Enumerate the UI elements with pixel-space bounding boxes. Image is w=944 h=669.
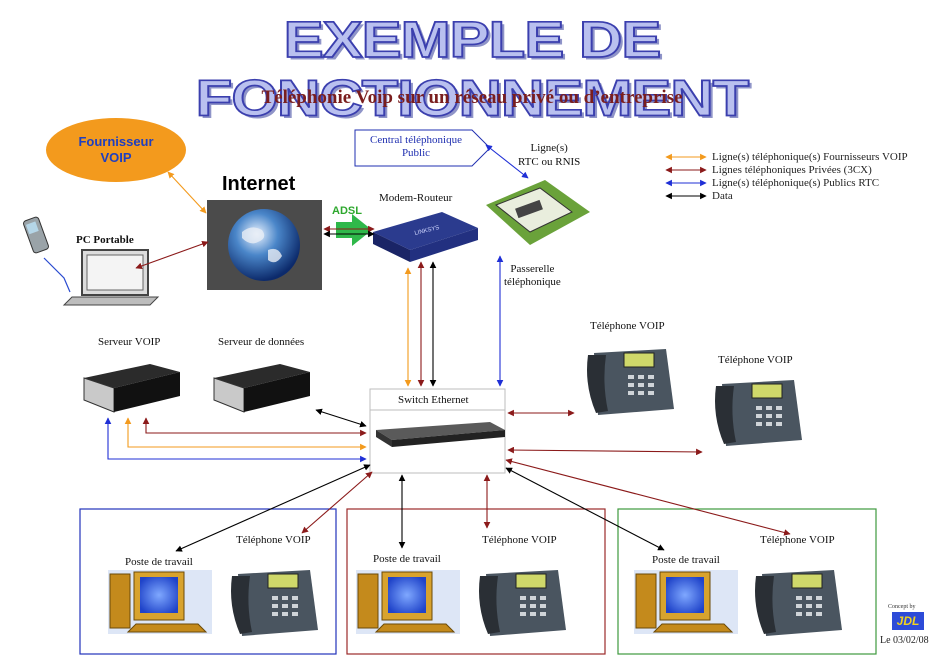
legend-private-lines: Lignes téléphoniques Privées (3CX) [712, 164, 872, 176]
mobile-phone-icon [23, 216, 71, 293]
group-box-red [346, 508, 606, 655]
svg-text:LINKSYS: LINKSYS [414, 225, 440, 237]
voip-server-label: Serveur VOIP [98, 336, 161, 348]
page-subtitle: Téléphonie Voip sur un réseau privé ou d… [261, 87, 683, 108]
workstation-icon [356, 570, 460, 634]
phone-label: Téléphone VOIP [236, 534, 311, 546]
data-server-label: Serveur de données [218, 336, 305, 348]
adsl-arrow-icon [336, 214, 372, 246]
gateway-icon [486, 180, 590, 245]
voip-provider-line2: VOIP [100, 150, 132, 165]
page-title: EXEMPLE DE FONCTIONNEMENT [195, 10, 751, 127]
phone-icon [755, 570, 842, 636]
credit-label: Concept by [888, 604, 916, 610]
legend-data: Data [712, 190, 733, 202]
workstation-label: Poste de travail [652, 554, 720, 566]
voip-provider-line1: Fournisseur [78, 134, 154, 149]
workstation-icon [634, 570, 738, 634]
rtc-line2: RTC ou RNIS [518, 156, 581, 168]
author-logo: JDL [892, 612, 924, 630]
central-line2: Public [401, 147, 431, 159]
legend-public-rtc: Ligne(s) téléphonique(s) Publics RTC [712, 177, 880, 189]
phone-icon [231, 570, 318, 636]
internet-globe-icon [207, 200, 322, 290]
central-public-shape [354, 129, 491, 167]
laptop-label: PC Portable [76, 234, 134, 246]
data-server-icon [213, 364, 310, 413]
workstation-icon [108, 570, 212, 634]
legend-voip-provider: Ligne(s) téléphonique(s) Fournisseurs VO… [712, 151, 908, 163]
workstation-label: Poste de travail [373, 553, 441, 565]
modem-router-icon: LINKSYS [373, 212, 478, 262]
voip-server-icon [83, 364, 180, 413]
switch-ethernet-box [369, 388, 506, 474]
phone-label: Téléphone VOIP [590, 320, 665, 332]
rtc-line1: Ligne(s) [530, 142, 568, 154]
phone-label: Téléphone VOIP [718, 354, 793, 366]
connection-lines [104, 144, 791, 552]
phone-icon [715, 380, 802, 446]
phone-icon [479, 570, 566, 636]
central-line1: Central téléphonique [370, 134, 462, 146]
phone-label: Téléphone VOIP [482, 534, 557, 546]
gateway-line1: Passerelle [510, 263, 555, 275]
switch-label: Switch Ethernet [398, 394, 469, 406]
phone-icon [587, 349, 674, 415]
modem-label: Modem-Routeur [379, 192, 453, 204]
date-label: Le 03/02/08 [880, 635, 929, 646]
phone-label: Téléphone VOIP [760, 534, 835, 546]
adsl-label: ADSL [332, 205, 362, 217]
gateway-line2: téléphonique [504, 276, 561, 288]
workstation-label: Poste de travail [125, 556, 193, 568]
rtc-lines-label: Ligne(s) RTC ou RNIS [518, 141, 580, 169]
laptop-icon [62, 249, 160, 306]
internet-label: Internet [222, 173, 296, 195]
